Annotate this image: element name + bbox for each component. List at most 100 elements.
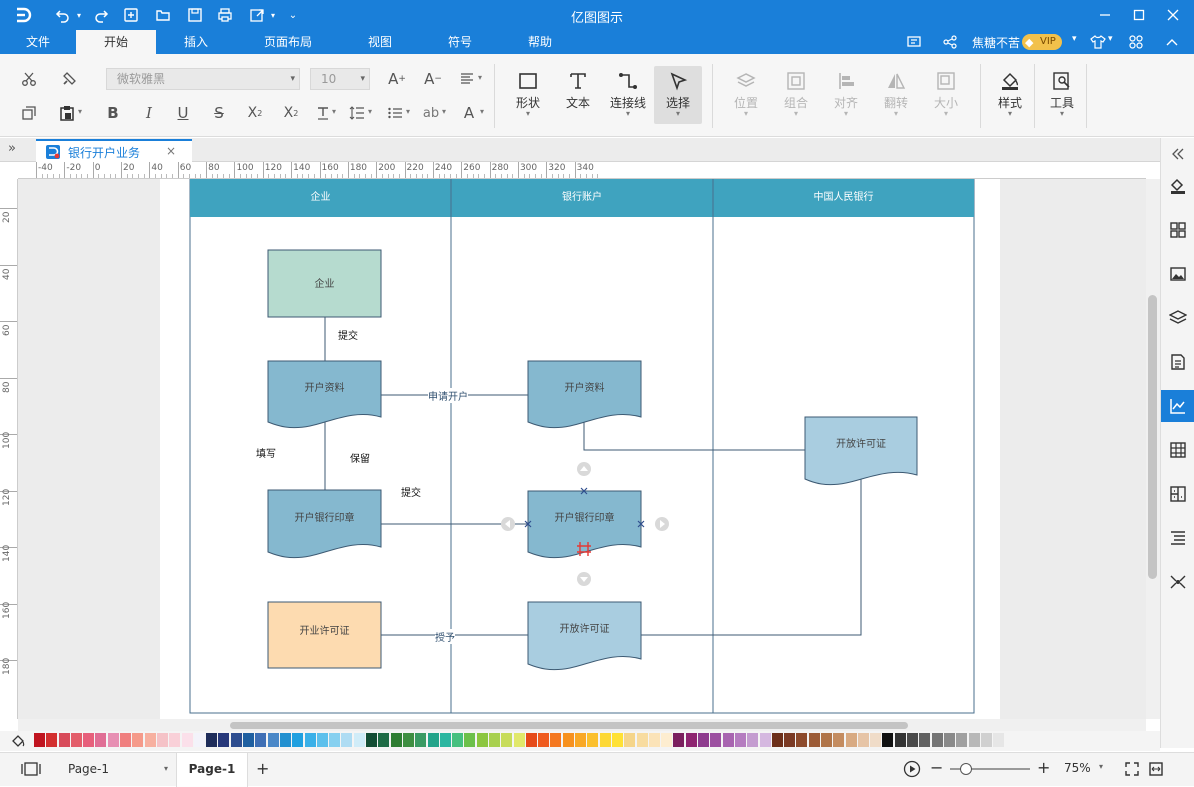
color-swatch[interactable] xyxy=(501,733,513,747)
label-fill[interactable]: 填写 xyxy=(256,449,276,460)
menu-file[interactable]: 文件 xyxy=(25,35,50,49)
zoom-slider-track[interactable] xyxy=(950,768,1030,770)
color-swatch[interactable] xyxy=(476,733,488,747)
new-file-icon[interactable] xyxy=(122,6,140,24)
color-swatch[interactable] xyxy=(144,733,156,747)
color-swatch[interactable] xyxy=(722,733,734,747)
box-license-shape[interactable] xyxy=(267,601,382,669)
color-swatch[interactable] xyxy=(390,733,402,747)
doc-permit-right-shape[interactable] xyxy=(804,416,918,486)
color-swatch[interactable] xyxy=(894,733,906,747)
menu-help[interactable]: 帮助 xyxy=(527,35,552,49)
fit-page-icon[interactable] xyxy=(1124,761,1140,777)
page-properties-icon[interactable] xyxy=(1161,346,1194,378)
color-swatch[interactable] xyxy=(402,733,414,747)
color-swatch[interactable] xyxy=(907,733,919,747)
text-tool-button[interactable]: 文本 xyxy=(554,66,602,110)
color-swatch[interactable] xyxy=(636,733,648,747)
color-swatch[interactable] xyxy=(857,733,869,747)
color-swatch[interactable] xyxy=(329,733,341,747)
italic-icon[interactable]: I xyxy=(146,104,152,122)
play-presentation-icon[interactable] xyxy=(903,760,921,778)
skin-dropdown-icon[interactable]: ▾ xyxy=(1108,34,1113,44)
color-swatch[interactable] xyxy=(169,733,181,747)
color-swatch[interactable] xyxy=(734,733,746,747)
color-swatch[interactable] xyxy=(243,733,255,747)
redo-icon[interactable] xyxy=(92,6,110,24)
connector-permit-down[interactable] xyxy=(641,479,862,636)
bullet-list-icon[interactable] xyxy=(384,102,406,124)
zoom-in-icon[interactable]: + xyxy=(1037,758,1051,777)
table-icon[interactable] xyxy=(1161,434,1194,466)
color-swatch[interactable] xyxy=(378,733,390,747)
zoom-out-icon[interactable]: − xyxy=(930,758,944,777)
color-swatch[interactable] xyxy=(95,733,107,747)
position-button[interactable]: 位置 ▾ xyxy=(722,66,770,118)
font-color-icon[interactable]: A xyxy=(463,104,475,122)
label-keep[interactable]: 保留 xyxy=(350,454,370,465)
font-color-dropdown-icon[interactable]: ▾ xyxy=(480,107,485,116)
text-direction-icon[interactable] xyxy=(312,102,334,124)
menu-page-layout[interactable]: 页面布局 xyxy=(263,35,312,49)
comment-icon[interactable] xyxy=(906,34,922,50)
mind-map-icon[interactable] xyxy=(1161,566,1194,598)
decrease-font-icon[interactable]: A− xyxy=(424,70,442,88)
color-swatch[interactable] xyxy=(366,733,378,747)
enterprise-shape[interactable] xyxy=(267,249,382,318)
color-swatch[interactable] xyxy=(587,733,599,747)
color-swatch[interactable] xyxy=(218,733,230,747)
expand-library-icon[interactable]: » xyxy=(8,141,16,156)
text-case-dropdown-icon[interactable]: ▾ xyxy=(442,107,447,116)
select-tool-button[interactable]: 选择 ▾ xyxy=(654,66,702,118)
color-swatch[interactable] xyxy=(562,733,574,747)
color-swatch[interactable] xyxy=(919,733,931,747)
doc-seal-mid-shape[interactable] xyxy=(527,490,642,559)
text-case-icon[interactable]: ab xyxy=(422,105,440,121)
paste-dropdown-icon[interactable]: ▾ xyxy=(78,107,83,116)
minimize-icon[interactable] xyxy=(1096,6,1114,24)
close-tab-icon[interactable]: × xyxy=(166,144,177,158)
color-swatch[interactable] xyxy=(206,733,218,747)
library-grid-icon[interactable] xyxy=(1161,214,1194,246)
align-dropdown-icon[interactable]: ▾ xyxy=(478,73,483,82)
doc-seal-left-shape[interactable] xyxy=(267,489,382,559)
share-icon[interactable] xyxy=(942,34,958,50)
color-swatch[interactable] xyxy=(120,733,132,747)
color-swatch[interactable] xyxy=(821,733,832,747)
color-swatch[interactable] xyxy=(710,733,722,747)
color-swatch[interactable] xyxy=(464,733,476,747)
document-tab[interactable]: 银行开户业务 × xyxy=(36,139,192,162)
chart-data-icon[interactable] xyxy=(1161,390,1194,422)
color-swatch[interactable] xyxy=(267,733,279,747)
fill-bucket-icon[interactable] xyxy=(10,733,26,749)
size-button[interactable]: 大小 ▾ xyxy=(922,66,970,118)
zoom-level[interactable]: 75% xyxy=(1064,761,1091,775)
color-swatch[interactable] xyxy=(279,733,291,747)
add-page-icon[interactable]: + xyxy=(256,759,270,778)
print-icon[interactable] xyxy=(216,6,234,24)
text-direction-dropdown-icon[interactable]: ▾ xyxy=(332,107,337,116)
color-swatch[interactable] xyxy=(993,733,1005,747)
page-select[interactable]: Page-1 ▾ xyxy=(60,759,170,779)
lane-header-pboc[interactable]: 中国人民银行 xyxy=(813,192,874,203)
color-swatch[interactable] xyxy=(808,733,820,747)
connector-to-permit[interactable] xyxy=(583,422,805,451)
menu-symbols[interactable]: 符号 xyxy=(447,35,472,49)
color-swatch[interactable] xyxy=(341,733,353,747)
doc-permit-mid-shape[interactable] xyxy=(527,601,642,671)
doc-open-mid-shape[interactable] xyxy=(527,360,642,429)
color-swatch[interactable] xyxy=(698,733,710,747)
open-folder-icon[interactable] xyxy=(154,6,172,24)
fit-width-icon[interactable] xyxy=(1148,761,1164,777)
color-swatch[interactable] xyxy=(70,733,82,747)
label-submit1[interactable]: 提交 xyxy=(338,331,358,342)
color-swatch[interactable] xyxy=(661,733,673,747)
color-swatch[interactable] xyxy=(439,733,451,747)
color-swatch[interactable] xyxy=(415,733,427,747)
line-spacing-icon[interactable] xyxy=(346,102,368,124)
color-swatch[interactable] xyxy=(550,733,562,747)
zoom-slider-thumb[interactable] xyxy=(960,763,972,775)
color-swatch[interactable] xyxy=(46,733,58,747)
menu-view[interactable]: 视图 xyxy=(367,35,392,49)
